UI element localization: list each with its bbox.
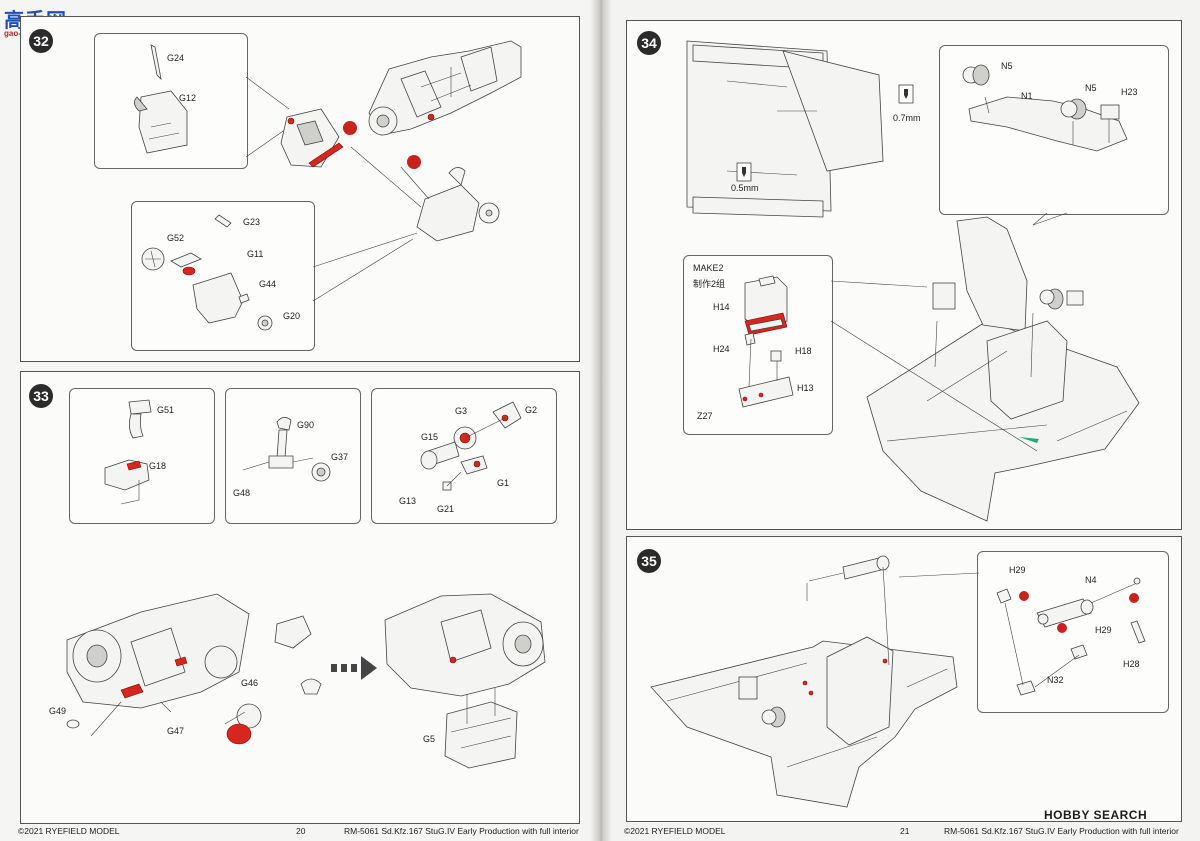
part-g11-label: G11 [247,249,264,259]
bottom-watermark-logo: HOBBY SEARCH [1044,806,1147,824]
right-footer-page-number: 21 [900,826,910,836]
part-h28-label: H28 [1123,659,1140,669]
part-n32-label: N32 [1047,675,1064,685]
part-g51-label: G51 [157,405,175,415]
part-n5-label-b: N5 [1085,83,1097,93]
part-g47-label: G47 [167,726,185,736]
right-footer-copyright: ©2021 RYEFIELD MODEL [624,826,726,836]
part-g3-label: G3 [455,406,468,416]
part-g20-label: G20 [283,311,301,321]
left-footer-copyright: ©2021 RYEFIELD MODEL [18,826,120,836]
part-h29-label-b: H29 [1095,625,1112,635]
step-32-panel: 32 [20,16,580,362]
part-h24-label: H24 [713,344,730,354]
part-g90-label: G90 [297,420,315,430]
step-35-drawing [650,555,1146,808]
step-33-number: 33 [29,384,53,408]
part-g49-label: G49 [49,706,67,716]
step-35-number: 35 [637,549,661,573]
left-footer-page-number: 20 [296,826,306,836]
part-g37-label: G37 [331,452,349,462]
part-g18-label: G18 [149,461,167,471]
part-g1-label: G1 [497,478,510,488]
step-34-panel: 34 [626,20,1182,530]
part-g2-label: G2 [525,405,538,415]
part-z27-label: Z27 [697,411,713,421]
step-33-drawing [66,399,546,769]
make2-chinese-label: 制作2组 [693,279,726,289]
part-g52-label: G52 [167,233,185,243]
part-g44-label: G44 [259,279,277,289]
step-34-drawing [686,40,1140,522]
step-32-number: 32 [29,29,53,53]
right-footer-title: RM-5061 Sd.Kfz.167 StuG.IV Early Product… [944,826,1179,836]
part-g12-label: G12 [179,93,197,103]
part-g5-label: G5 [423,734,436,744]
step-35-panel: 35 H29 N4 H29 H28 N32 [626,536,1182,822]
part-n5-label-a: N5 [1001,61,1013,71]
step-33-panel: 33 [20,371,580,824]
make2-label: MAKE2 [693,263,724,273]
part-n1-label: N1 [1021,91,1033,101]
step-34-number: 34 [637,31,661,55]
step-32-drawing [134,40,522,331]
part-h23-label: H23 [1121,87,1138,97]
part-g15-label: G15 [421,432,439,442]
part-g13-label: G13 [399,496,417,506]
left-footer-title: RM-5061 Sd.Kfz.167 StuG.IV Early Product… [344,826,579,836]
book-gutter [590,0,612,841]
part-g46-label: G46 [241,678,259,688]
part-h29-label-a: H29 [1009,565,1026,575]
step-33-detail-sight [371,388,557,524]
part-n4-label: N4 [1085,575,1097,585]
part-g48-label: G48 [233,488,251,498]
size-0-7mm-label: 0.7mm [893,113,921,123]
size-0-5mm-label: 0.5mm [731,183,759,193]
part-g21-label: G21 [437,504,455,514]
part-h18-label: H18 [795,346,812,356]
watermark-hobbysearch-text: HOBBY SEARCH [1044,808,1148,822]
part-h13-label: H13 [797,383,814,393]
part-g23-label: G23 [243,217,261,227]
part-g24-label: G24 [167,53,185,63]
part-h14-label: H14 [713,302,730,312]
